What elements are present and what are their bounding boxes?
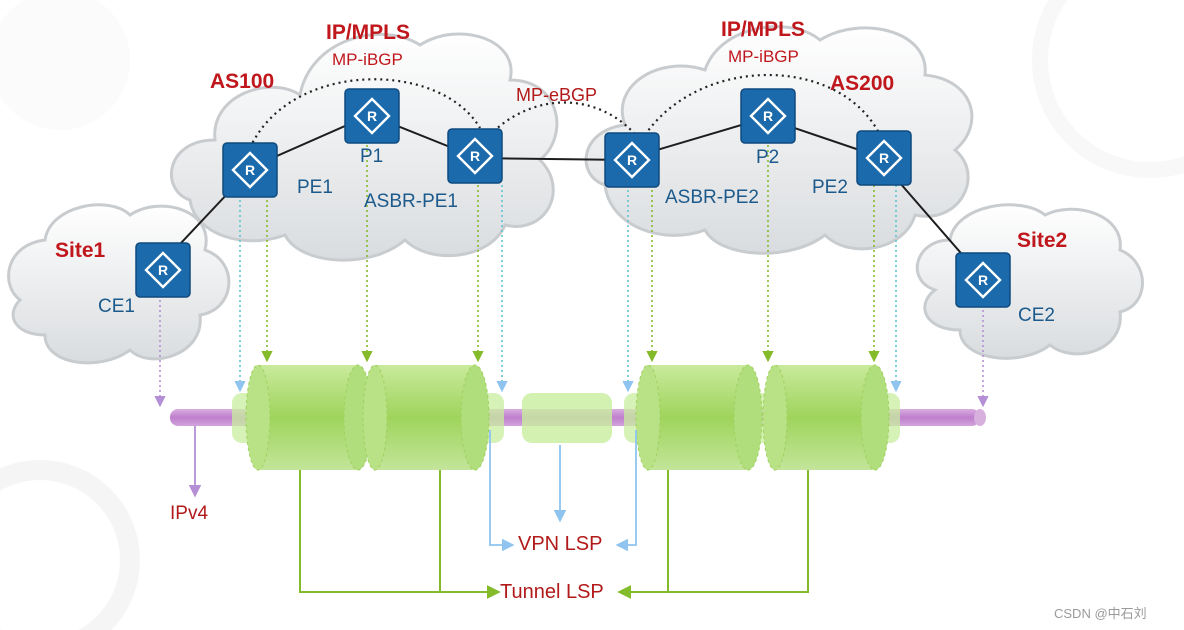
- as100-label: AS100: [210, 70, 274, 93]
- tunnel-cylinder-1: [245, 364, 373, 471]
- router-icon: R: [740, 88, 796, 144]
- vpn-lsp-connectors: [489, 430, 637, 552]
- p1-label: P1: [360, 146, 383, 167]
- svg-text:R: R: [470, 148, 480, 164]
- cloud-as100: [169, 32, 559, 262]
- svg-text:R: R: [763, 108, 773, 124]
- tunnels: [232, 364, 900, 471]
- site2-label: Site2: [1017, 229, 1067, 252]
- router-icon: R: [955, 252, 1011, 308]
- right-mpibgp-label: MP-iBGP: [728, 47, 799, 66]
- tunnel-cylinder-3: [635, 364, 763, 471]
- vpn-lsp-label: VPN LSP: [518, 533, 602, 555]
- left-mpibgp-label: MP-iBGP: [332, 50, 403, 69]
- asbr-pe2-label: ASBR-PE2: [665, 187, 759, 208]
- router-icon: R: [604, 132, 660, 188]
- ce1-label: CE1: [98, 296, 135, 317]
- p2-label: P2: [756, 147, 779, 168]
- routers: R R R R R R R R: [135, 88, 1011, 308]
- tunnel-cylinder-2: [362, 364, 490, 471]
- watermark: CSDN @中石刘: [1054, 606, 1147, 621]
- right-ipmpls-label: IP/MPLS: [721, 18, 805, 41]
- tunnel-lsp-label: Tunnel LSP: [500, 581, 604, 603]
- as200-label: AS200: [830, 72, 894, 95]
- router-icon: R: [222, 142, 278, 198]
- left-ipmpls-label: IP/MPLS: [326, 21, 410, 44]
- ipv4-label: IPv4: [170, 503, 208, 524]
- site1-label: Site1: [55, 239, 106, 262]
- asbr-pe1-label: ASBR-PE1: [364, 191, 458, 212]
- mp-ibgp-right-arc: [644, 74, 881, 136]
- svg-text:R: R: [879, 150, 889, 166]
- mp-ebgp-arc: [484, 101, 641, 141]
- projection-arrows: [154, 140, 989, 408]
- mp-ibgp-left-arc: [248, 78, 481, 149]
- svg-text:R: R: [978, 272, 988, 288]
- svg-text:R: R: [158, 262, 168, 278]
- mpebgp-label: MP-eBGP: [516, 85, 597, 105]
- router-icon: R: [447, 128, 503, 184]
- router-icon: R: [344, 88, 400, 144]
- router-icon: R: [135, 242, 191, 298]
- pe2-label: PE2: [812, 177, 848, 198]
- router-icon: R: [856, 130, 912, 186]
- bgp-sessions: [248, 74, 881, 149]
- tunnel-cylinder-4: [762, 364, 890, 471]
- svg-text:R: R: [367, 108, 377, 124]
- svg-text:R: R: [245, 162, 255, 178]
- pe1-label: PE1: [297, 177, 333, 198]
- svg-text:R: R: [627, 152, 637, 168]
- tunnel-lsp-connectors: [299, 470, 809, 599]
- cloud-site2: [915, 203, 1144, 360]
- ce2-label: CE2: [1018, 305, 1055, 326]
